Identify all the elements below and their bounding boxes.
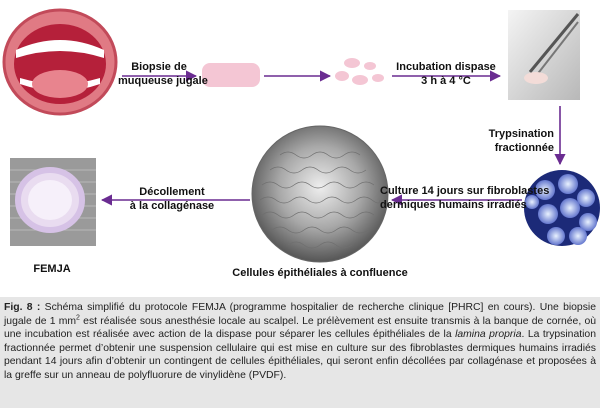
caption-fig-label: Fig. 8 :	[4, 302, 41, 313]
femja-ring-photo	[10, 158, 96, 246]
femja-label: FEMJA	[33, 263, 71, 275]
step-detachment-line1: Décollement	[139, 186, 205, 198]
step-trypsination-line2: fractionnée	[494, 142, 554, 154]
caption-part1: Schéma simplifié du protocole FEMJA (pro…	[4, 302, 596, 327]
step-detachment-label: Décollement à la collagénase	[118, 185, 226, 213]
tissue-biopsy-shape	[202, 63, 260, 87]
protocol-diagram: Biopsie de muqueuse jugale Incubation di…	[2, 8, 600, 279]
step-biopsy-line2: muqueuse jugale	[118, 75, 208, 87]
step-biopsy-label: Biopsie de muqueuse jugale	[118, 60, 208, 88]
open-mouth-illustration	[2, 8, 118, 116]
diagram-graphics	[2, 8, 600, 263]
confluent-cells-micrograph	[251, 125, 389, 263]
figure-caption: Fig. 8 : Schéma simplifié du protocole F…	[4, 301, 596, 383]
figure-caption-box: Fig. 8 : Schéma simplifié du protocole F…	[0, 297, 600, 408]
step-biopsy-line1: Biopsie de	[131, 61, 187, 73]
step-culture-line2: dermiques humains irradiés	[380, 199, 527, 211]
step-culture-label: Culture 14 jours sur fibroblastes dermiq…	[380, 184, 550, 212]
caption-part3: . La trypsination fractionnée permet d’o…	[4, 329, 596, 381]
step-culture-line1: Culture 14 jours sur fibroblastes	[380, 185, 550, 197]
fibroblast-cells-image	[524, 170, 600, 246]
step-detachment-line2: à la collagénase	[129, 200, 215, 212]
caption-superscript: 2	[76, 314, 80, 322]
caption-part2: est réalisée sous anesthésie locale au s…	[4, 315, 596, 341]
step-trypsination-line1: Trypsination	[488, 128, 554, 140]
step-trypsination-label: Trypsination fractionnée	[470, 127, 554, 155]
forceps-photo	[508, 10, 580, 100]
caption-italic-term: lamina propria	[455, 329, 522, 341]
confluence-label: Cellules épithéliales à confluence	[232, 267, 408, 279]
tissue-fragments-shape	[335, 58, 384, 85]
step-incubation-line2: 3 h à 4 °C	[421, 75, 471, 87]
step-incubation-line1: Incubation dispase	[396, 61, 496, 73]
step-incubation-label: Incubation dispase 3 h à 4 °C	[390, 60, 502, 88]
